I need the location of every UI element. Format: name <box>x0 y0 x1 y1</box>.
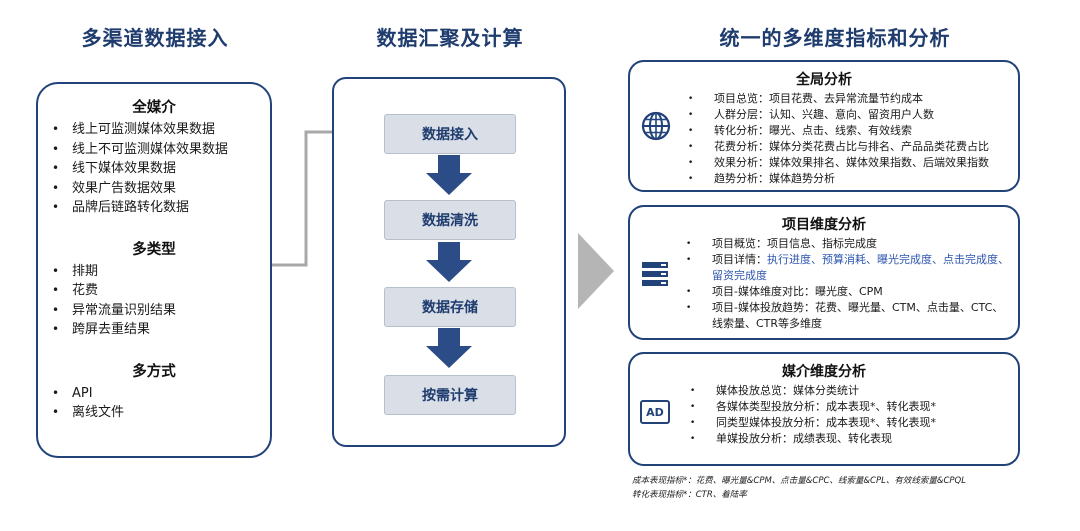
list-item: 人群分层：认知、兴趣、意向、留资用户人数 <box>688 107 1014 123</box>
card-project-analysis: 项目维度分析 项目概览：项目信息、指标完成度 项目详情：执行进度、预算消耗、曝光… <box>628 205 1020 340</box>
step-data-ingest: 数据接入 <box>384 114 516 154</box>
card-media-analysis: 媒介维度分析 AD 媒体投放总览：媒体分类统计 各媒体类型投放分析：成本表现*、… <box>628 352 1020 466</box>
list-item: 花费 <box>38 281 270 301</box>
down-arrow-icon <box>426 242 472 282</box>
section-heading: 全媒介 <box>132 100 176 116</box>
highlight-text: 执行进度、预算消耗、曝光完成度、点击完成度、留资完成度 <box>712 253 1009 282</box>
ad-icon: AD <box>640 400 670 424</box>
card-heading: 媒介维度分析 <box>782 364 866 380</box>
chevron-right-icon <box>578 233 614 309</box>
list-item: 项目详情：执行进度、预算消耗、曝光完成度、点击完成度、留资完成度 <box>686 252 1012 284</box>
list-item: 品牌后链路转化数据 <box>38 198 270 218</box>
section-multi-type: 多类型 排期 花费 异常流量识别结果 跨屏去重结果 <box>38 238 270 340</box>
list-item: 项目-媒体维度对比：曝光度、CPM <box>686 284 1012 300</box>
list-item: 效果分析：媒体效果排名、媒体效果指数、后端效果指数 <box>688 155 1014 171</box>
step-on-demand-compute: 按需计算 <box>384 375 516 415</box>
list-item: 排期 <box>38 262 270 282</box>
list-item: 媒体投放总览：媒体分类统计 <box>690 383 1012 399</box>
globe-icon <box>641 111 671 141</box>
middle-column-title: 数据汇聚及计算 <box>376 26 524 50</box>
list-item: 线上可监测媒体效果数据 <box>38 120 270 140</box>
list-item: 异常流量识别结果 <box>38 301 270 321</box>
card-heading: 项目维度分析 <box>782 217 866 233</box>
list-item: 项目-媒体投放趋势：花费、曝光量、CTM、点击量、CTC、线索量、CTR等多维度 <box>686 300 1012 332</box>
footnote-conversion-metrics: 转化表现指标*：CTR、着陆率 <box>632 490 747 500</box>
list-item: 趋势分析：媒体趋势分析 <box>688 171 1014 187</box>
down-arrow-icon <box>426 328 472 368</box>
list-item: 跨屏去重结果 <box>38 320 270 340</box>
section-heading: 多类型 <box>132 241 176 258</box>
card-heading: 全局分析 <box>796 72 852 88</box>
list-item: 线下媒体效果数据 <box>38 159 270 179</box>
ad-icon-label: AD <box>646 405 664 419</box>
list-item: 花费分析：媒体分类花费占比与排名、产品品类花费占比 <box>688 139 1014 155</box>
footnote-cost-metrics: 成本表现指标*：花费、曝光量&CPM、点击量&CPC、线索量&CPL、有效线索量… <box>632 476 966 486</box>
section-all-media: 全媒介 线上可监测媒体效果数据 线上不可监测媒体效果数据 线下媒体效果数据 效果… <box>38 96 270 218</box>
right-column-title: 统一的多维度指标和分析 <box>719 26 951 50</box>
list-item: 各媒体类型投放分析：成本表现*、转化表现* <box>690 399 1012 415</box>
list-item: 同类型媒体投放分析：成本表现*、转化表现* <box>690 415 1012 431</box>
list-item: 离线文件 <box>38 403 270 423</box>
data-sources-panel: 全媒介 线上可监测媒体效果数据 线上不可监测媒体效果数据 线下媒体效果数据 效果… <box>36 82 272 458</box>
list-item: 效果广告数据效果 <box>38 179 270 199</box>
list-item: 线上不可监测媒体效果数据 <box>38 140 270 160</box>
step-data-cleaning: 数据清洗 <box>384 200 516 240</box>
down-arrow-icon <box>426 155 472 195</box>
list-item: 项目概览：项目信息、指标完成度 <box>686 236 1012 252</box>
list-item: 单媒投放分析：成绩表现、转化表现 <box>690 431 1012 447</box>
section-multi-method: 多方式 API 离线文件 <box>38 360 270 423</box>
list-item: 转化分析：曝光、点击、线索、有效线索 <box>688 123 1014 139</box>
list-item: API <box>38 384 270 404</box>
server-list-icon <box>642 262 668 286</box>
card-global-analysis: 全局分析 项目总览：项目花费、去异常流量节约成本 人群分层：认知、兴趣、意向、留… <box>628 60 1020 192</box>
step-data-storage: 数据存储 <box>384 287 516 327</box>
section-heading: 多方式 <box>132 363 176 380</box>
left-column-title: 多渠道数据接入 <box>81 26 229 50</box>
list-item: 项目总览：项目花费、去异常流量节约成本 <box>688 91 1014 107</box>
item-label: 项目详情： <box>712 253 767 266</box>
